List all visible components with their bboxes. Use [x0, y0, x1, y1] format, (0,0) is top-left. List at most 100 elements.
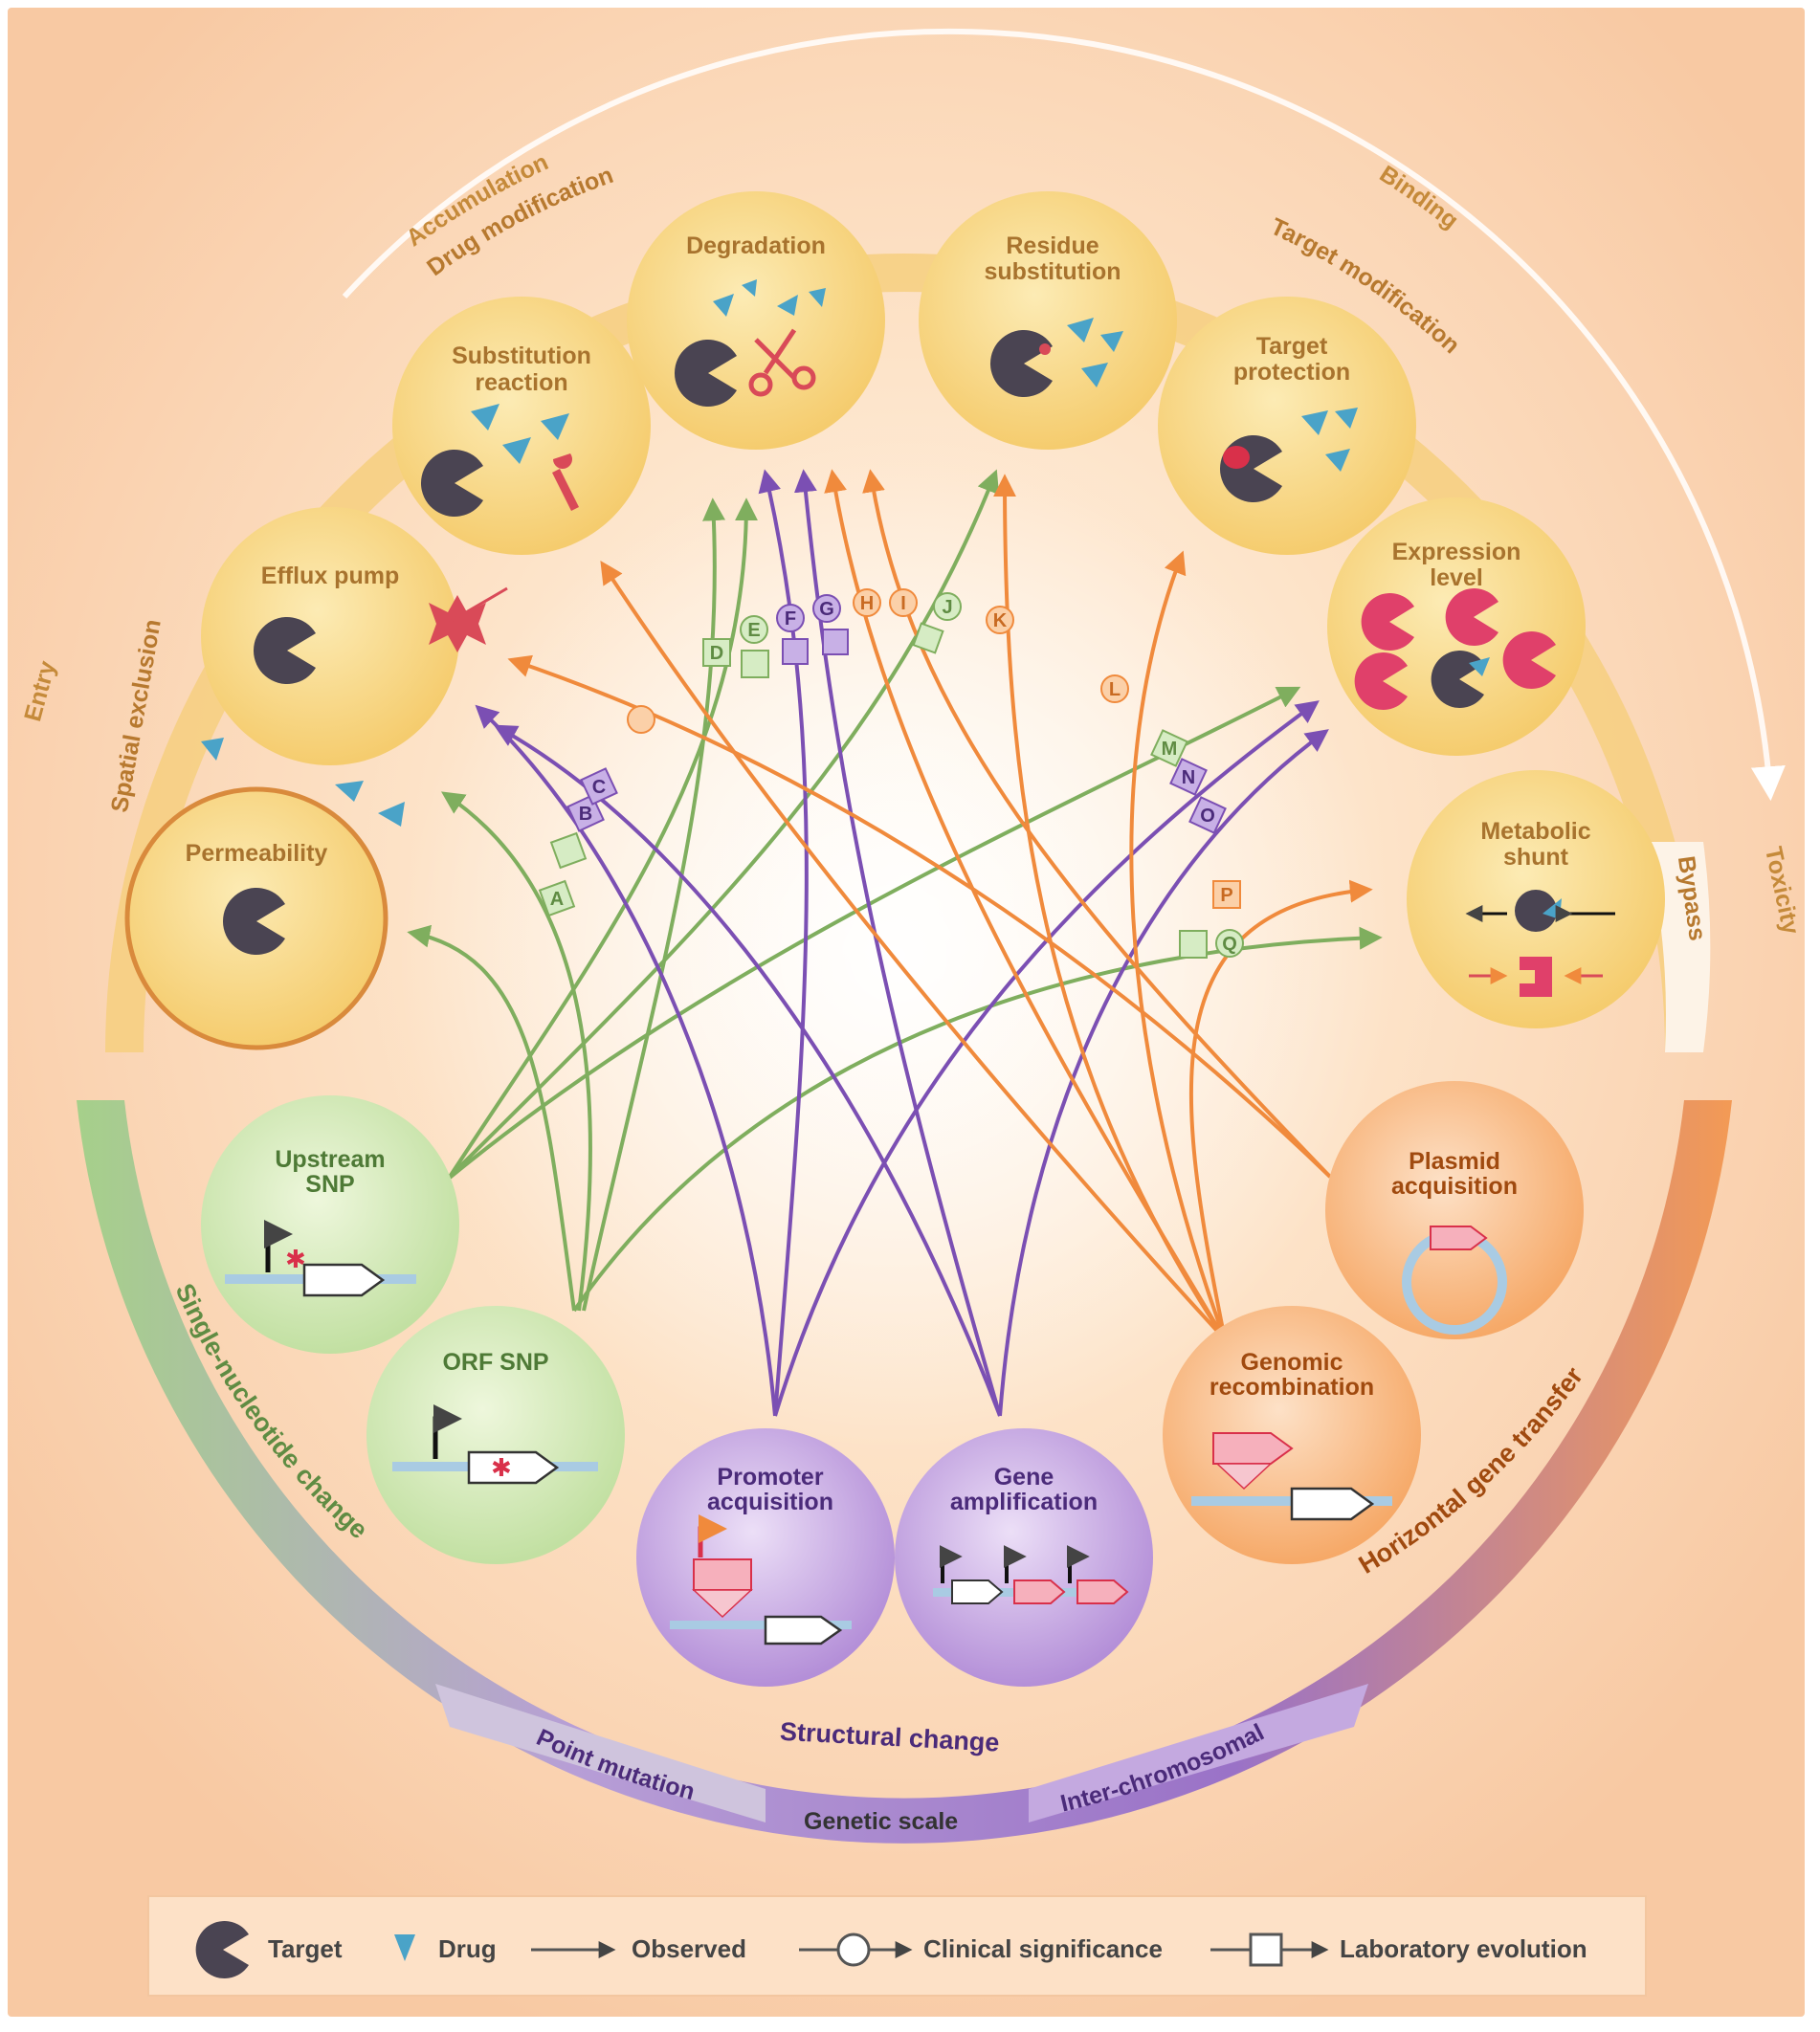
gene-icon	[951, 1579, 1004, 1604]
orf-snp-node: ORF SNP ✱	[366, 1306, 625, 1564]
upstream-title-1: Upstream	[275, 1146, 385, 1173]
residue-title-1: Residue	[1006, 232, 1099, 259]
donor-gene-icon	[1212, 1432, 1294, 1465]
promoter-title-2: acquisition	[707, 1489, 833, 1515]
legend-lab-label: Laboratory evolution	[1340, 1934, 1587, 1963]
substitution-title-2: reaction	[475, 369, 567, 396]
path-c	[493, 724, 1002, 1417]
residue-mark	[1039, 343, 1051, 355]
path-n	[773, 700, 1320, 1417]
upstream-title-2: SNP	[305, 1171, 354, 1198]
target-icon	[1502, 631, 1556, 689]
drug-fragment-icon	[713, 279, 757, 317]
plasmid-acquisition-node: Plasmid acquisition	[1325, 1081, 1584, 1339]
legend-drug-icon	[394, 1934, 415, 1961]
lab-marker	[822, 629, 849, 655]
svg-text:J: J	[942, 597, 952, 618]
expression-title-2: level	[1430, 564, 1483, 591]
plasmid-gene-icon	[1430, 1226, 1488, 1250]
orf-title: ORF SNP	[442, 1349, 548, 1376]
plasmid-title-1: Plasmid	[1409, 1148, 1500, 1175]
target-icon	[1354, 652, 1408, 711]
marker-m: M	[1150, 729, 1188, 767]
degradation-title: Degradation	[686, 232, 826, 259]
metabolic-shunt-node: Metabolic shunt	[1407, 770, 1665, 1028]
target-icon	[1515, 890, 1557, 932]
acquired-promoter-icon	[698, 1514, 727, 1557]
path-k-left	[862, 469, 1332, 1179]
scissors-icon	[748, 328, 816, 397]
marker-d: D	[702, 638, 731, 667]
path-d	[582, 497, 726, 1312]
svg-text:K: K	[993, 610, 1008, 631]
expression-title-1: Expression	[1392, 539, 1521, 565]
path-clinical	[507, 654, 1332, 1179]
svg-text:B: B	[579, 804, 592, 825]
residue-substitution-node: Residue substitution	[919, 191, 1177, 450]
genomic-recombination-node: Genomic recombination	[1163, 1306, 1421, 1564]
target-icon	[674, 339, 737, 407]
residue-title-2: substitution	[984, 258, 1121, 285]
path-k	[993, 474, 1227, 1341]
promoter-acquisition-node: Promoter acquisition	[636, 1428, 895, 1687]
marker-e: E	[740, 615, 768, 644]
marker-c: C	[580, 767, 618, 806]
promoter-arrow-icon	[1003, 1545, 1027, 1583]
drug-icon	[378, 802, 405, 827]
path-a	[407, 924, 576, 1312]
protection-protein	[1223, 446, 1250, 469]
expression-level-node: Expression level	[1327, 497, 1586, 756]
gene-copy-icon	[1076, 1579, 1129, 1604]
gene-icon	[764, 1615, 843, 1645]
gene-icon	[1290, 1487, 1375, 1521]
efflux-pump-node: Efflux pump	[201, 507, 508, 765]
marker-i: I	[889, 588, 918, 617]
recombination-title-1: Genomic	[1241, 1349, 1343, 1376]
marker-k: K	[986, 606, 1014, 634]
path-markers: A B C D E F G H I J K L M N O P Q	[538, 588, 1244, 959]
protection-title-1: Target	[1256, 333, 1328, 360]
legend: Target Drug Observed Clinical significan…	[147, 1895, 1647, 1997]
svg-text:L: L	[1109, 679, 1121, 700]
drug-icon	[541, 413, 569, 440]
substitution-title-1: Substitution	[452, 342, 591, 369]
promoter-arrow-icon	[1066, 1545, 1090, 1583]
lab-marker	[1179, 930, 1208, 959]
svg-text:C: C	[592, 777, 606, 798]
svg-text:O: O	[1200, 806, 1215, 827]
svg-text:F: F	[785, 608, 796, 629]
marker-g: G	[812, 594, 841, 623]
gene-amplification-node: Gene amplification	[895, 1428, 1153, 1687]
insert-wedge	[1215, 1463, 1273, 1491]
drug-icon	[471, 404, 499, 431]
marker-o: O	[1188, 796, 1227, 834]
drug-icon	[1469, 657, 1490, 676]
shunt-enzyme-icon	[1520, 957, 1552, 997]
legend-box	[147, 1895, 1647, 1997]
legend-target-label: Target	[268, 1934, 343, 1963]
clinical-marker	[627, 705, 655, 734]
drug-icon	[502, 437, 531, 464]
marker-f: F	[776, 604, 805, 632]
permeability-title: Permeability	[186, 840, 328, 867]
dna-strand	[670, 1621, 852, 1629]
shunt-title-2: shunt	[1503, 844, 1569, 871]
target-icon	[222, 887, 285, 956]
target-icon	[253, 616, 316, 684]
marker-h: H	[853, 588, 881, 617]
target-icon	[989, 330, 1053, 398]
lab-marker	[741, 650, 769, 678]
path-p	[1188, 879, 1373, 1340]
svg-text:E: E	[747, 620, 760, 641]
marker-j: J	[933, 592, 962, 621]
drug-icon	[335, 781, 364, 802]
snp-star-icon: ✱	[285, 1245, 306, 1273]
substitution-reaction-node: Substitution reaction	[392, 297, 651, 555]
target-icon	[1445, 588, 1498, 646]
drug-icon	[201, 738, 224, 761]
path-b	[475, 704, 777, 1417]
path-e	[448, 497, 758, 1179]
point-mutation-ribbon	[435, 1684, 766, 1822]
